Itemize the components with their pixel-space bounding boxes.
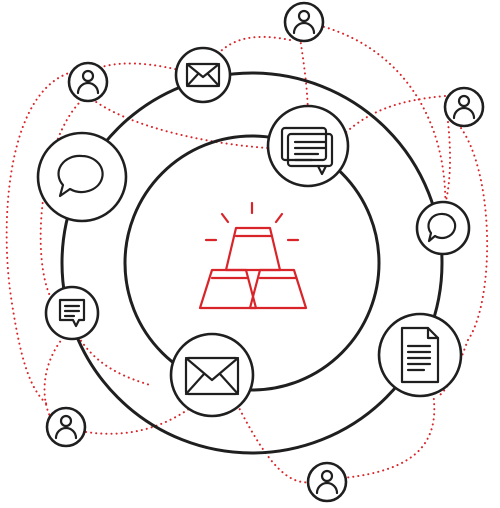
envelope-icon [174,46,232,104]
file-document-icon [377,312,463,398]
connection-lines [5,21,489,484]
connection-line [5,71,73,406]
connection-line [234,399,313,484]
user-icon [443,86,485,128]
connection-line [342,95,446,136]
message-document-icon [266,104,350,188]
outer-ring [60,71,444,455]
speech-bubble-icon [415,200,471,256]
speech-bubble-icon [36,131,128,223]
gold-bars-icon [198,201,308,310]
note-bubble-icon [44,285,100,341]
connection-line [342,391,436,479]
connection-line [43,329,71,421]
connection-line [85,391,211,435]
connection-line [303,21,447,216]
user-icon [45,406,87,448]
envelope-icon [169,332,255,418]
user-icon [306,461,348,503]
inner-ring [123,134,381,392]
connection-line [87,95,269,149]
user-icon [283,1,325,43]
connection-line [59,299,151,386]
connection-line [442,121,452,213]
user-icon [67,61,109,103]
